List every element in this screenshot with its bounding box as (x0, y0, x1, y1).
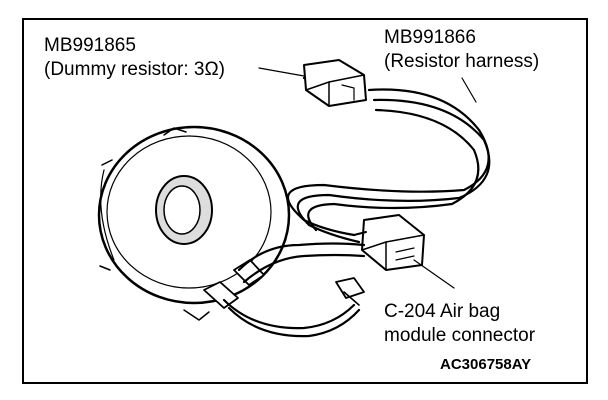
pigtail-connector (335, 277, 365, 306)
leader-lines (258, 67, 477, 289)
resistor-harness-description: (Resistor harness) (384, 51, 540, 72)
airbag-connector (353, 214, 425, 271)
clock-spring-harness (222, 242, 366, 338)
diagram-artwork (97, 59, 491, 338)
figure-reference: AC306758AY (440, 356, 532, 373)
diagram-frame: MB991865 (Dummy resistor: 3Ω) MB991866 (… (22, 18, 588, 384)
connector-label-line2: module connector (384, 325, 536, 346)
clock-spring (97, 125, 291, 321)
connector-label-line1: C-204 Air bag (384, 301, 501, 322)
dummy-resistor-part-number: MB991865 (44, 35, 136, 56)
resistor-harness-part-number: MB991866 (384, 27, 476, 48)
dummy-resistor (303, 59, 367, 107)
dummy-resistor-description: (Dummy resistor: 3Ω) (44, 59, 225, 80)
